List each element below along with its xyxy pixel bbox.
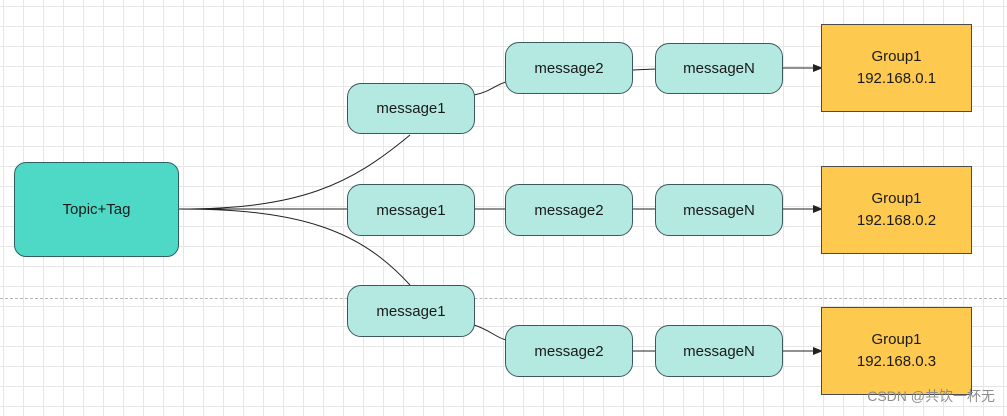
edge-source-to-lane3 — [178, 208, 411, 286]
lane2-group-node[interactable]: Group1 192.168.0.2 — [821, 166, 972, 254]
lane3-message1-label: message1 — [376, 302, 446, 320]
lane2-messageN-node[interactable]: messageN — [655, 184, 783, 236]
lane1-group-node[interactable]: Group1 192.168.0.1 — [821, 24, 972, 112]
lane3-messageN-label: messageN — [683, 342, 755, 360]
edge-lane1-msg2-to-msgN — [632, 68, 657, 71]
lane2-message2-label: message2 — [534, 201, 604, 219]
lane1-messageN-label: messageN — [683, 60, 755, 77]
lane2-messageN-label: messageN — [683, 201, 755, 219]
edge-source-to-lane1 — [178, 134, 411, 210]
lane3-messageN-node[interactable]: messageN — [655, 325, 783, 377]
lane3-message2-node[interactable]: message2 — [505, 325, 633, 377]
edge-lane3-msg1-to-msg2 — [473, 324, 507, 341]
lane1-message2-label: message2 — [534, 59, 604, 77]
lane3-group-ip: 192.168.0.3 — [856, 353, 937, 370]
lane2-group-name: Group1 — [871, 190, 922, 207]
lane3-group-node[interactable]: Group1 192.168.0.3 — [821, 307, 972, 395]
lane2-message2-node[interactable]: message2 — [505, 184, 633, 236]
source-node-label: Topic+Tag — [62, 201, 131, 218]
lane1-messageN-node[interactable]: messageN — [655, 43, 783, 94]
lane1-message1-label: message1 — [376, 100, 446, 117]
edge-lane1-msg1-to-msg2 — [473, 81, 507, 96]
page-break-line — [0, 298, 1007, 299]
lane2-message1-label: message1 — [376, 201, 446, 219]
watermark-text: CSDN @共饮一杯无 — [867, 388, 995, 404]
lane3-message2-label: message2 — [534, 342, 604, 360]
lane1-message1-node[interactable]: message1 — [347, 83, 475, 134]
lane2-group-ip: 192.168.0.2 — [856, 212, 937, 229]
lane1-group-name: Group1 — [871, 48, 922, 65]
lane1-group-ip: 192.168.0.1 — [856, 70, 937, 87]
lane2-message1-node[interactable]: message1 — [347, 184, 475, 236]
lane3-message1-node[interactable]: message1 — [347, 285, 475, 337]
lane3-group-name: Group1 — [871, 331, 922, 348]
source-node-topic-tag[interactable]: Topic+Tag — [14, 162, 179, 257]
lane1-message2-node[interactable]: message2 — [505, 42, 633, 94]
